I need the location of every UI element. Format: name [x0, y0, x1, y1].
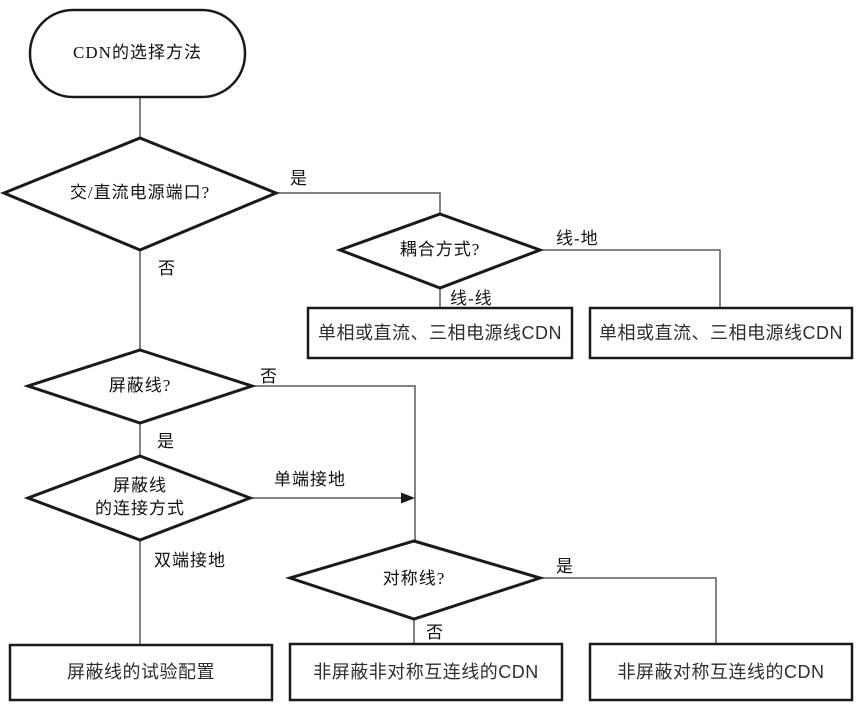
arrowhead-single-end: [401, 492, 415, 504]
box-shielded-config-shape: [8, 643, 274, 702]
edge-power-yes-to-coupling: [276, 192, 441, 214]
box-power-cdn-right-shape: [588, 306, 854, 360]
edge-coupling-lineground-to-rightbox: [540, 249, 721, 308]
decision-shielded-shape: [23, 348, 257, 425]
edge-shielded-no-to-symmetric: [252, 385, 416, 541]
edge-symmetric-yes-to-symbox: [540, 577, 717, 644]
decision-connection-shape: [23, 454, 255, 542]
decision-symmetric-shape: [284, 539, 546, 621]
decision-coupling-shape: [335, 212, 545, 290]
decision-power-port-shape: [0, 136, 280, 252]
start-terminator-shape: [28, 8, 247, 99]
box-power-cdn-left-shape: [306, 306, 574, 360]
box-unshielded-asym-shape: [288, 642, 564, 702]
box-unshielded-sym-shape: [588, 642, 854, 702]
